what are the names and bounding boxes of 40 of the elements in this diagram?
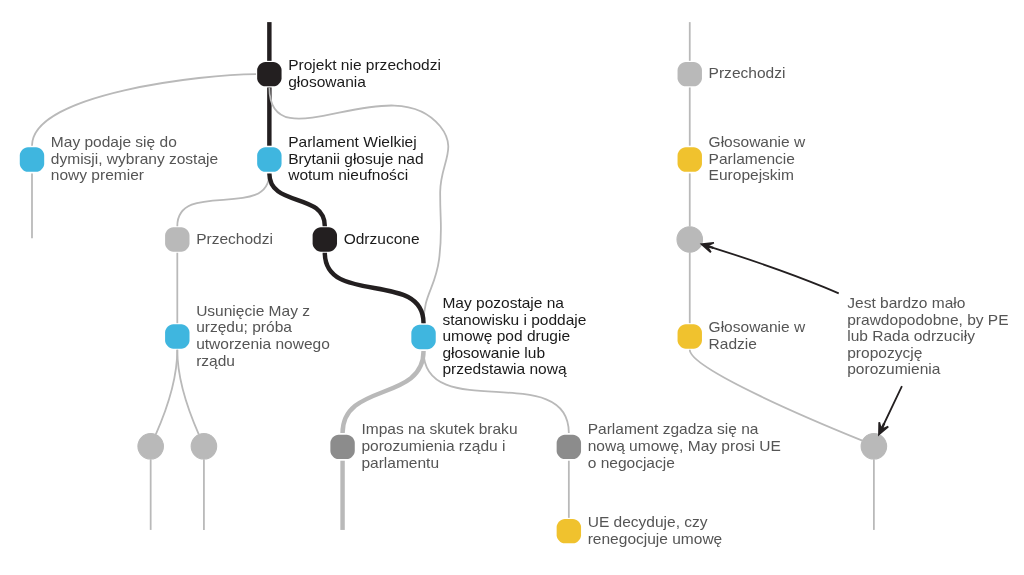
connector xyxy=(267,21,272,61)
connector xyxy=(340,350,426,433)
node-label: UE decyduje, czy renegocjuje umowę xyxy=(587,512,723,547)
arrow xyxy=(700,241,840,294)
node-label: May pozostaje na stanowisku i poddaje umowę pod drugie głosowanie lub przedstawia nową xyxy=(442,293,587,377)
node-label: Parlament zgadza się na nową umowę, May prosi UE o negocjacje xyxy=(587,419,781,471)
node-circle xyxy=(190,432,218,460)
node-label: Usunięcie May z urzędu; próba utworzenia nowego rządu xyxy=(196,301,330,369)
node-label: Przechodzi xyxy=(196,229,273,247)
connector xyxy=(176,348,200,435)
node-label: May podaje się do dymisji, wybrany zostaje nowy premier xyxy=(50,132,219,183)
connector xyxy=(688,348,864,441)
node-label: Projekt nie przechodzi głosowania xyxy=(288,55,441,90)
node-label: Głosowanie w Radzie xyxy=(708,317,806,352)
connector xyxy=(268,86,450,324)
connector xyxy=(688,86,691,147)
node-text: Jest bardzo mało prawdopodobne, by PE lub Rada odrzuciły propozycję porozumienia xyxy=(847,293,1009,377)
connector xyxy=(31,72,257,147)
connector xyxy=(322,251,426,324)
connector xyxy=(267,172,327,226)
connector xyxy=(267,87,272,146)
node-circle xyxy=(137,432,164,460)
connector xyxy=(31,172,33,239)
arrow xyxy=(878,384,903,435)
connector xyxy=(340,460,345,530)
node-label: Impas na skutek braku porozumienia rządu i parlamentu xyxy=(361,419,518,471)
node-circle xyxy=(676,225,704,253)
node-label: Przechodzi xyxy=(708,63,786,81)
connector xyxy=(176,251,179,324)
connector xyxy=(688,20,691,62)
node-label: Głosowanie w Parlamencie Europejskim xyxy=(708,132,806,183)
node-label: Parlament Wielkiej Brytanii głosuje nad wotum nieufności xyxy=(288,132,424,183)
connector xyxy=(873,457,875,531)
connector xyxy=(688,172,691,227)
connector xyxy=(203,457,205,531)
connector xyxy=(688,250,691,324)
connector xyxy=(567,459,570,519)
node-circle xyxy=(860,432,888,460)
node-label: Odrzucone xyxy=(343,229,420,247)
connector xyxy=(149,457,152,531)
